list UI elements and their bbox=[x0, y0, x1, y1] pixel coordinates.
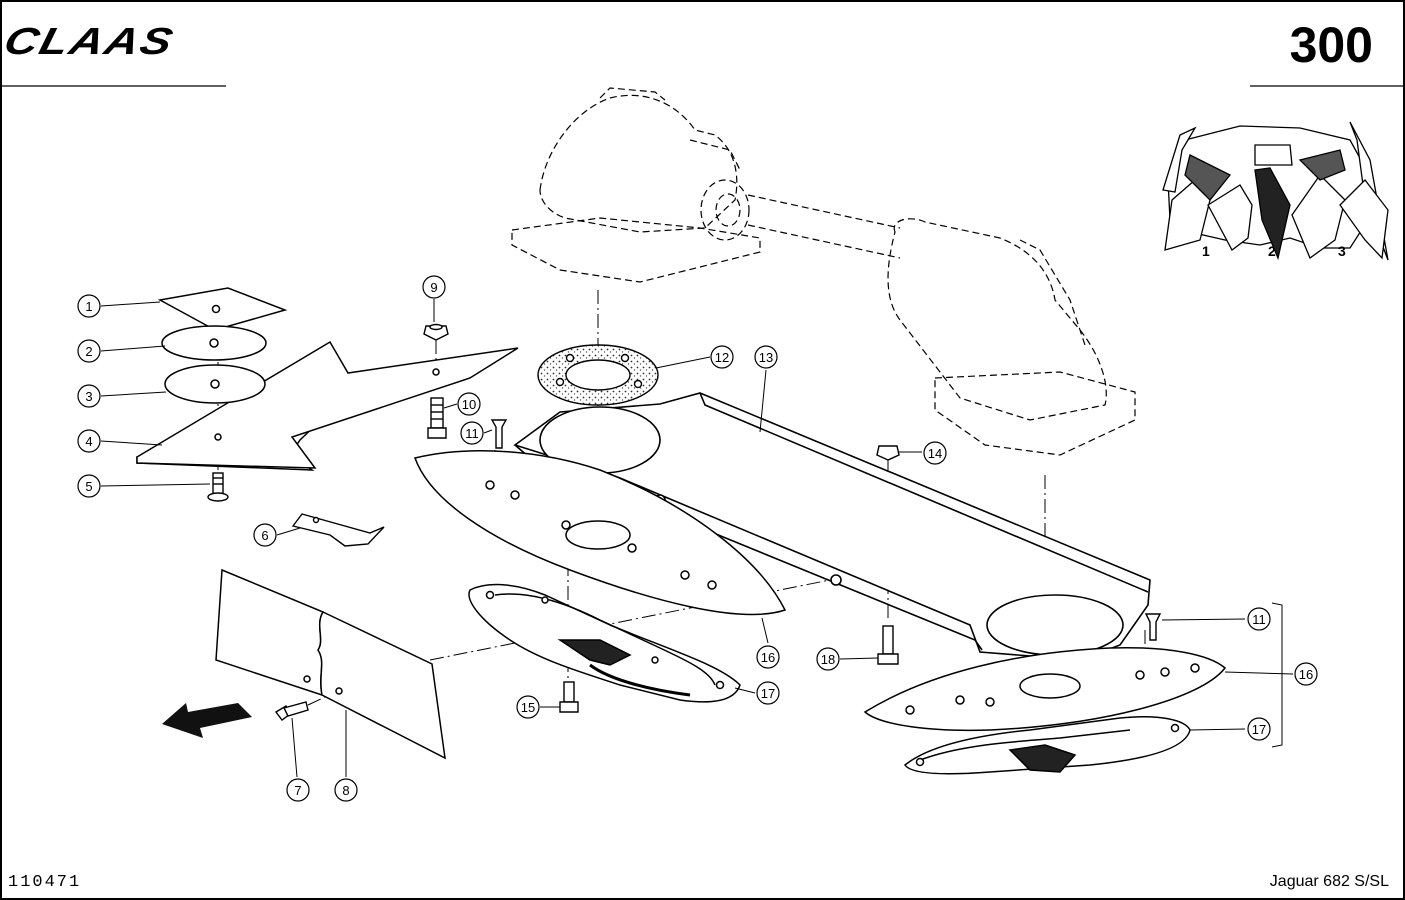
svg-text:14: 14 bbox=[928, 446, 942, 461]
bolt-part-10 bbox=[427, 397, 447, 439]
callout-11-right: 11 bbox=[1247, 607, 1271, 631]
callout-10: 10 bbox=[457, 392, 481, 416]
callout-5: 5 bbox=[77, 474, 101, 498]
guard-panel-part-8 bbox=[215, 568, 446, 760]
disc-plate-left-part-16 bbox=[414, 450, 787, 616]
callout-8: 8 bbox=[334, 778, 358, 802]
nut-part-9 bbox=[423, 323, 449, 341]
svg-text:9: 9 bbox=[430, 280, 437, 295]
svg-text:17: 17 bbox=[761, 686, 775, 701]
callout-6: 6 bbox=[253, 523, 277, 547]
svg-text:15: 15 bbox=[521, 700, 535, 715]
svg-text:10: 10 bbox=[462, 397, 476, 412]
svg-text:16: 16 bbox=[761, 650, 775, 665]
knife-carrier-left-part-17 bbox=[468, 583, 741, 703]
inset-reference-labels: 1 2 3 bbox=[1202, 243, 1346, 259]
page-number: 300 bbox=[1289, 17, 1373, 73]
doc-number: 110471 bbox=[8, 873, 82, 892]
model-name: Jaguar 682 S/SL bbox=[1269, 873, 1389, 890]
washer-stack-parts-1-3 bbox=[157, 287, 288, 404]
travel-direction-arrow-icon bbox=[162, 703, 252, 738]
svg-text:13: 13 bbox=[759, 350, 773, 365]
callout-17: 17 bbox=[756, 681, 780, 705]
callout-16-right: 16 bbox=[1294, 662, 1318, 686]
bolt-part-15 bbox=[559, 681, 579, 713]
callout-18: 18 bbox=[816, 647, 840, 671]
inset-header-overview bbox=[1162, 121, 1389, 261]
inset-label-3: 3 bbox=[1338, 243, 1346, 259]
svg-text:11: 11 bbox=[465, 426, 479, 441]
callout-12: 12 bbox=[710, 345, 734, 369]
inset-label-1: 1 bbox=[1202, 243, 1210, 259]
svg-text:6: 6 bbox=[261, 528, 268, 543]
gearbox-outline bbox=[511, 87, 1136, 456]
callout-2: 2 bbox=[77, 339, 101, 363]
bolt-part-7 bbox=[274, 701, 309, 721]
callout-3: 3 bbox=[77, 384, 101, 408]
callout-17-right: 17 bbox=[1247, 717, 1271, 741]
callout-1: 1 bbox=[77, 294, 101, 318]
knife-carrier-right-part-17 bbox=[903, 715, 1191, 775]
callout-7: 7 bbox=[286, 778, 310, 802]
svg-text:17: 17 bbox=[1252, 722, 1266, 737]
callout-group: 1 2 3 4 5 6 7 8 9 10 11 12 13 14 15 16 1… bbox=[77, 275, 1318, 802]
bolt-part-5 bbox=[207, 472, 229, 502]
callout-11: 11 bbox=[460, 421, 484, 445]
flange-gasket-part-12 bbox=[537, 344, 659, 406]
bolt-part-11-right bbox=[1144, 613, 1162, 641]
main-beam-part-13 bbox=[513, 392, 1151, 661]
bolt-part-11-left bbox=[490, 419, 508, 449]
svg-text:3: 3 bbox=[85, 389, 92, 404]
svg-text:7: 7 bbox=[294, 783, 301, 798]
svg-text:18: 18 bbox=[821, 652, 835, 667]
svg-text:2: 2 bbox=[85, 344, 92, 359]
leader-lines bbox=[100, 299, 1294, 778]
disc-plate-right-part-16 bbox=[863, 646, 1227, 732]
knife-blade-part-4 bbox=[136, 340, 519, 471]
svg-text:12: 12 bbox=[715, 350, 729, 365]
inset-label-2: 2 bbox=[1268, 243, 1276, 259]
callout-16: 16 bbox=[756, 645, 780, 669]
nut-part-14 bbox=[876, 445, 900, 461]
svg-text:5: 5 bbox=[85, 479, 92, 494]
svg-text:16: 16 bbox=[1299, 667, 1313, 682]
callout-13: 13 bbox=[754, 345, 778, 369]
callout-15: 15 bbox=[516, 695, 540, 719]
callout-4: 4 bbox=[77, 429, 101, 453]
svg-text:8: 8 bbox=[342, 783, 349, 798]
svg-text:4: 4 bbox=[85, 434, 92, 449]
bracket-part-6 bbox=[291, 513, 385, 547]
svg-text:1: 1 bbox=[85, 299, 92, 314]
callout-9: 9 bbox=[422, 275, 446, 299]
bolt-part-18 bbox=[877, 625, 899, 665]
svg-text:11: 11 bbox=[1252, 612, 1266, 627]
callout-14: 14 bbox=[923, 441, 947, 465]
